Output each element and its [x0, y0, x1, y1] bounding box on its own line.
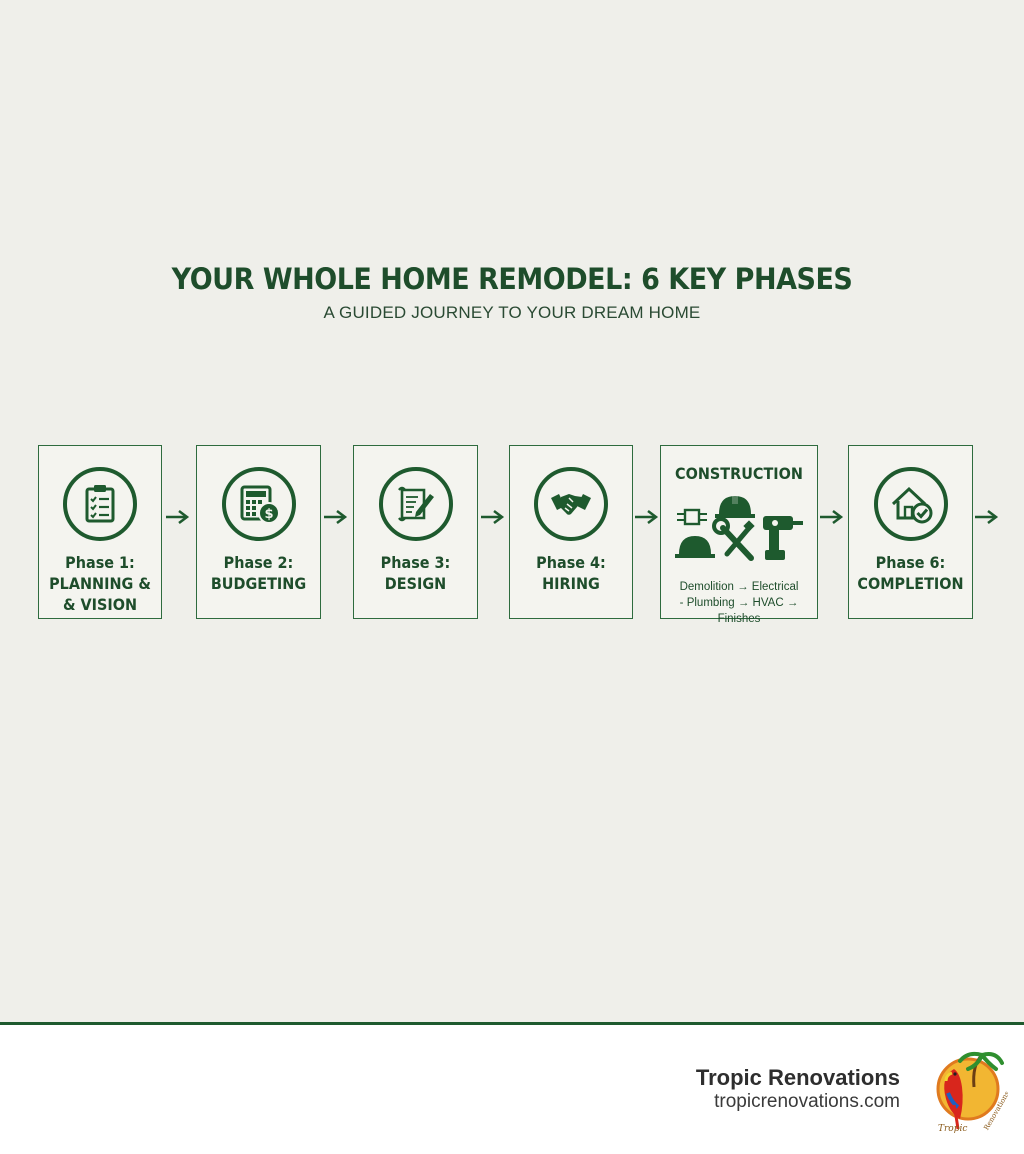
phase-number: Phase 4:	[536, 553, 606, 572]
page-title: YOUR WHOLE HOME REMODEL: 6 KEY PHASES	[171, 262, 853, 296]
construction-steps-line-2: - Plumbing → HVAC → Finishes	[679, 597, 799, 625]
drill-icon	[763, 516, 803, 560]
hard-hat-icon	[675, 536, 715, 558]
construction-icons	[675, 494, 803, 561]
phase-name-continued: & VISION	[62, 595, 138, 614]
phase-number: Phase 3:	[380, 553, 451, 572]
construction-card: CONSTRUCTION	[660, 445, 818, 625]
tropic-renovations-logo-icon: Tropic Renovations	[936, 1051, 1008, 1134]
phase-name: COMPLETION	[857, 574, 964, 593]
phase-label: Phase 4: HIRING	[516, 552, 626, 594]
arrow-right-icon	[324, 510, 348, 524]
hard-hat-icon	[715, 494, 755, 518]
svg-text:$: $	[264, 507, 273, 522]
house-check-icon	[873, 467, 948, 541]
construction-steps-line-1: Demolition → Electrical	[679, 581, 799, 593]
phase-name: BUDGETING	[210, 574, 307, 593]
phase-label: Phase 3: DESIGN	[360, 552, 471, 594]
phase-number: Phase 6:	[875, 553, 946, 572]
arrow-right-icon	[481, 510, 505, 524]
clipboard-checklist-icon	[63, 467, 137, 541]
arrow-right-icon	[635, 510, 659, 524]
brand-name: Tropic Renovations	[695, 1065, 900, 1090]
svg-text:Tropic: Tropic	[938, 1124, 967, 1134]
phase-name: HIRING	[542, 574, 600, 593]
phase-label: Phase 2: BUDGETING	[203, 552, 314, 594]
arrow-right-icon	[820, 510, 844, 524]
phase-name: PLANNING &	[49, 574, 151, 593]
phase-number: Phase 2:	[223, 553, 294, 572]
phase-card-3: Phase 3: DESIGN	[353, 445, 478, 619]
phase-card-4: Phase 4: HIRING	[509, 445, 633, 619]
wrench-screwdriver-icon	[712, 517, 755, 561]
phase-card-1: Phase 1: PLANNING & & VISION	[38, 445, 162, 619]
blueprint-pencil-icon	[378, 467, 453, 541]
brand-url[interactable]: tropicrenovations.com	[714, 1091, 900, 1112]
arrow-right-icon	[166, 510, 190, 524]
phase-label: Phase 6: COMPLETION	[855, 552, 966, 594]
circuit-icon	[677, 508, 707, 526]
footer-divider	[0, 1022, 1024, 1025]
handshake-icon	[534, 467, 608, 541]
construction-steps: Demolition → Electrical - Plumbing → HVA…	[659, 579, 819, 627]
calculator-dollar-icon: $	[221, 467, 296, 541]
phase-number: Phase 1:	[65, 553, 135, 572]
phase-card-2: $ Phase 2: BUDGETING	[196, 445, 321, 619]
footer: Tropic Renovations tropicrenovations.com…	[0, 1025, 1024, 1154]
construction-title: CONSTRUCTION	[675, 464, 803, 483]
phase-name: DESIGN	[384, 574, 447, 593]
phase-card-6: Phase 6: COMPLETION	[848, 445, 973, 619]
page-subtitle: A GUIDED JOURNEY TO YOUR DREAM HOME	[323, 303, 701, 322]
arrow-right-icon	[975, 510, 999, 524]
phase-label: Phase 1: PLANNING & & VISION	[45, 552, 155, 615]
